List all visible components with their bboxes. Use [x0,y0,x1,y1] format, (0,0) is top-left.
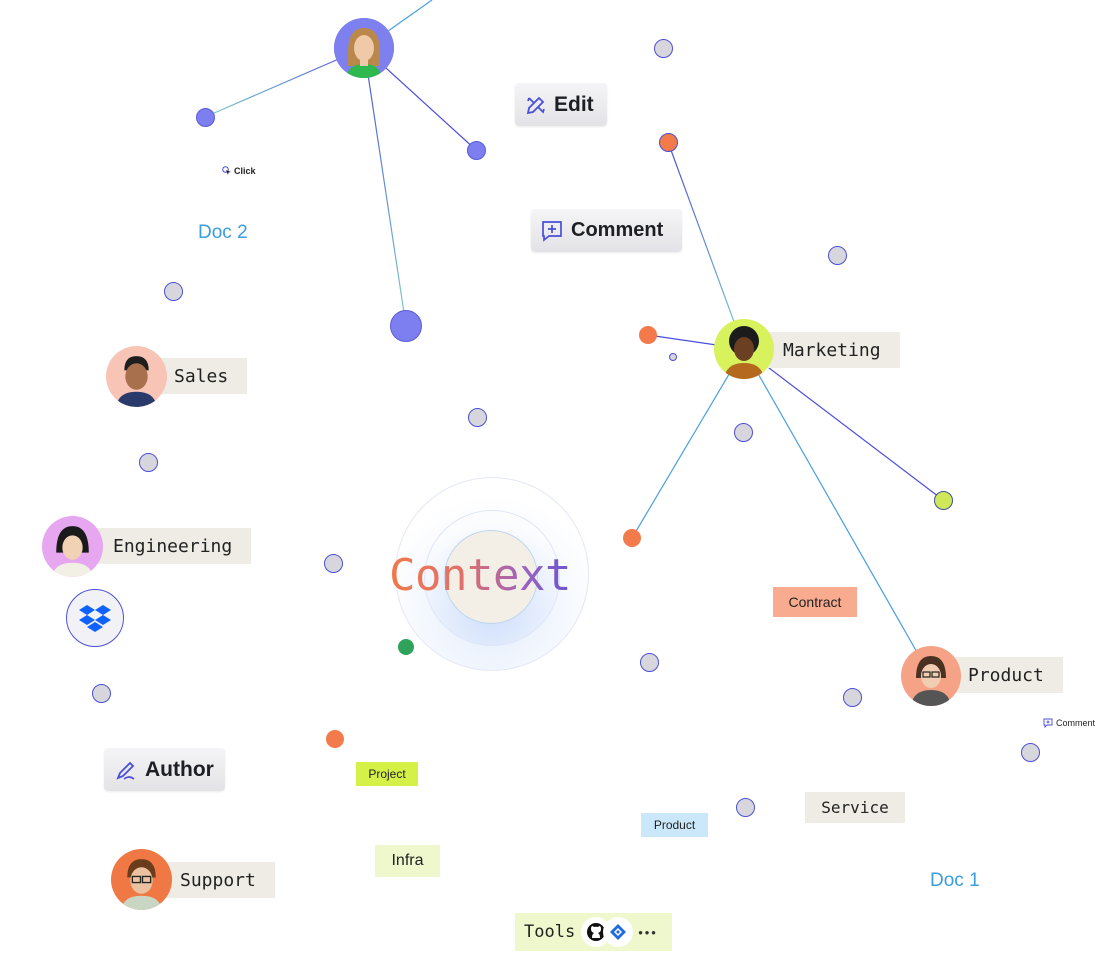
graph-node [324,554,343,573]
graph-node [468,408,487,427]
tool-icons-group [581,917,634,947]
author-icon [116,761,135,780]
graph-node [734,423,753,442]
graph-node-small [669,353,677,361]
doc-2-label[interactable]: Doc 2 [198,222,248,243]
avatar-support [111,849,172,910]
tag-product[interactable]: Product [641,813,708,837]
graph-node-orange [326,730,344,748]
avatar-sales [106,346,167,407]
graph-node [828,246,847,265]
comment-label: Comment [571,219,664,241]
person-label: Sales [174,365,229,387]
person-label: Engineering [113,535,233,557]
comment-icon [542,220,562,242]
graph-node [843,688,862,707]
person-tag-engineering[interactable]: Engineering [93,528,251,564]
click-label: Click [234,166,256,176]
person-label: Marketing [783,339,881,361]
click-indicator: Click [222,166,256,176]
avatar-product [901,646,961,706]
avatar-marketing [714,319,774,379]
tag-contract[interactable]: Contract [773,587,857,617]
tag-service[interactable]: Service [805,792,905,823]
dropbox-node[interactable] [66,589,124,647]
graph-node-green [398,639,414,655]
person-illustration [42,516,103,577]
person-label: Support [180,869,256,891]
tag-project[interactable]: Project [356,762,418,786]
comment-action-chip[interactable]: Comment [531,209,682,252]
dropbox-icon [79,605,111,632]
person-tag-product[interactable]: Product [950,657,1063,693]
graph-node [640,653,659,672]
graph-node-blue-large [390,310,422,342]
person-tag-support[interactable]: Support [162,862,275,898]
edge-line [743,348,931,676]
graph-node-orange [623,529,641,547]
graph-node-lime [934,491,953,510]
edit-icon [526,96,545,114]
cursor-icon [222,166,231,175]
context-title: Context [389,548,599,604]
person-illustration [901,646,961,706]
person-illustration [334,18,394,78]
tools-bar[interactable]: Tools ••• [515,913,672,951]
tools-label: Tools [524,922,576,942]
graph-node [92,684,111,703]
tag-infra[interactable]: Infra [375,845,440,877]
author-action-chip[interactable]: Author [104,748,225,791]
graph-node-blue [196,108,215,127]
jira-icon[interactable] [603,917,634,947]
more-icon[interactable]: ••• [638,924,658,940]
edit-action-chip[interactable]: Edit [515,83,607,126]
edge-line [631,348,745,539]
small-comment-label: Comment [1056,718,1096,728]
person-label: Product [968,664,1044,686]
graph-node-orange [639,326,657,344]
graph-node [164,282,183,301]
edit-label: Edit [554,92,594,116]
person-tag-marketing[interactable]: Marketing [767,332,900,368]
avatar-engineering [42,516,103,577]
graph-node-blue [467,141,486,160]
person-illustration [111,849,172,910]
graph-node [1021,743,1040,762]
edge-line [363,47,407,327]
graph-node [736,798,755,817]
small-comment-indicator: Comment [1043,718,1095,728]
doc-1-label[interactable]: Doc 1 [930,870,980,891]
person-illustration [714,319,774,379]
edge-line [667,141,745,350]
author-label: Author [145,757,214,781]
graph-node [139,453,158,472]
edge-line [743,348,944,501]
context-core [444,530,538,624]
graph-node [654,39,673,58]
person-illustration [106,346,167,407]
person-tag-sales[interactable]: Sales [158,358,247,394]
avatar-top-person [334,18,394,78]
graph-node-orange [659,133,678,152]
comment-icon [1043,718,1053,728]
